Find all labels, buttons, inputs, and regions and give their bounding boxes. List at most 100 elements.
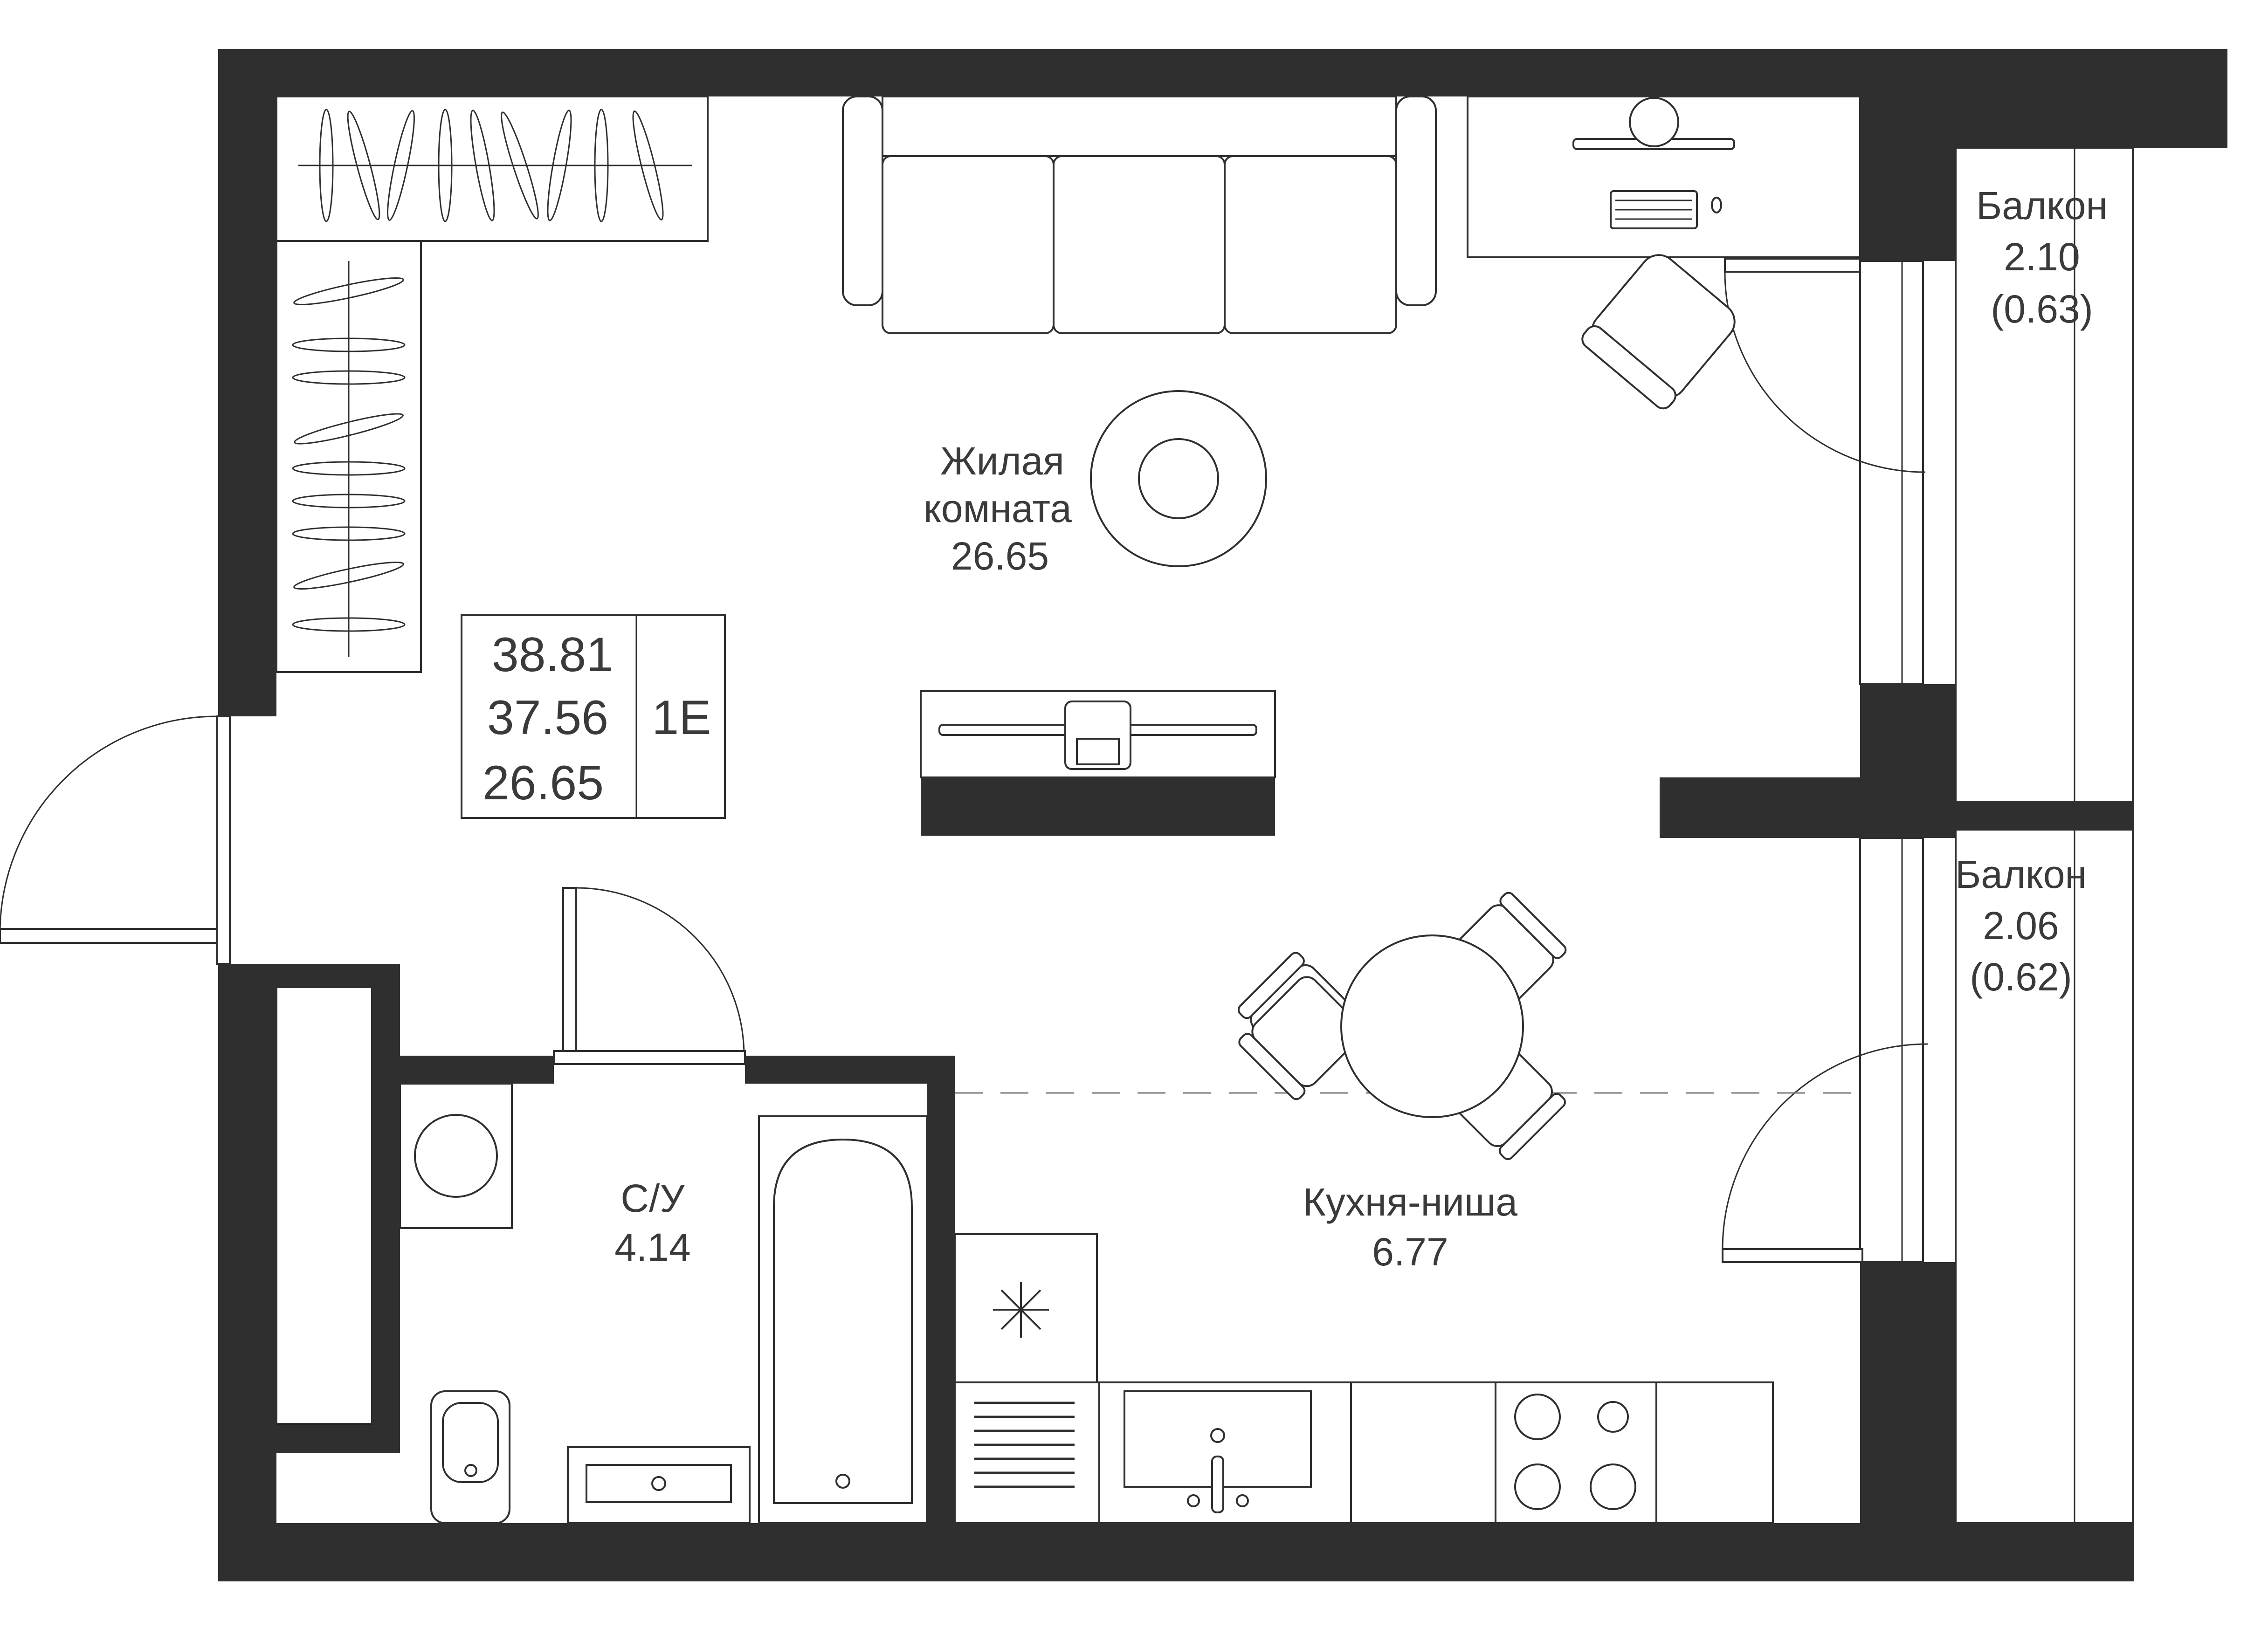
- living-room-name-1: Жилая: [940, 439, 1064, 483]
- hanger: [501, 111, 539, 220]
- balcony-door-top-leaf[interactable]: [1724, 258, 1861, 273]
- balcony-top-reduced: (0.63): [1991, 287, 2093, 331]
- monitor-stand: [1629, 97, 1679, 147]
- dining-chair: [1238, 976, 1363, 1100]
- sofa: [842, 96, 1437, 334]
- kitchen-name: Кухня-ниша: [1303, 1180, 1517, 1224]
- burner-large: [1514, 1463, 1561, 1510]
- summary-total: 38.81: [492, 628, 613, 682]
- hanger: [294, 413, 404, 445]
- closet-wall-bottom: [218, 1425, 400, 1453]
- keyboard-keys: [1615, 199, 1692, 220]
- wall-left-upper: [218, 49, 276, 716]
- sofa-cushion: [1053, 155, 1226, 334]
- balcony-door-bottom-leaf[interactable]: [1722, 1248, 1863, 1263]
- summary-living: 26.65: [483, 756, 604, 810]
- tv-stand: [920, 690, 1276, 778]
- vanity-drain: [651, 1476, 666, 1491]
- hanger: [547, 110, 572, 221]
- closet-wall-left: [218, 964, 276, 1581]
- wall-right-1: [1860, 49, 1956, 261]
- wardrobe-top: [276, 96, 709, 242]
- balcony-bottom-name: Балкон: [1955, 852, 2087, 896]
- snowflake-icon: [993, 1282, 1049, 1338]
- bath-wall-top-left: [400, 1056, 554, 1084]
- living-room-name-2: комната: [924, 487, 1072, 530]
- entrance-door-leaf[interactable]: [0, 928, 218, 944]
- mouse: [1711, 197, 1722, 213]
- bathtub-drain: [835, 1474, 850, 1489]
- summary-type: 1Е: [652, 691, 711, 745]
- hanger: [292, 526, 406, 541]
- chair-back: [1238, 1033, 1306, 1100]
- hanger: [594, 109, 609, 222]
- hangers-top: [319, 109, 664, 222]
- coffee-table-center: [1138, 438, 1219, 519]
- summary-useful: 37.56: [487, 691, 608, 745]
- chair-back: [1237, 952, 1305, 1019]
- hangers-left: [292, 277, 406, 632]
- walls: [218, 49, 2227, 1581]
- sofa-arm-right: [1395, 96, 1437, 306]
- washing-machine-drum: [414, 1114, 498, 1198]
- hanger: [632, 110, 664, 220]
- faucet-handle: [1236, 1494, 1249, 1507]
- counter-segment: [1350, 1381, 1496, 1524]
- balcony-bottom-reduced: (0.62): [1970, 955, 2072, 999]
- hanger: [293, 562, 404, 590]
- summary-frame: [461, 614, 726, 819]
- hanger: [438, 109, 453, 222]
- snowflake-stroke: [1000, 1289, 1041, 1330]
- dishwasher-cabinet: [954, 1381, 1100, 1524]
- toilet-bowl: [442, 1402, 499, 1483]
- kitchen-area: 6.77: [1372, 1230, 1448, 1274]
- hanger: [292, 370, 406, 385]
- desk: [1467, 96, 1861, 410]
- hanger: [319, 109, 334, 222]
- toilet-flush: [464, 1464, 477, 1477]
- hanger: [292, 494, 406, 508]
- wardrobe-left: [276, 240, 422, 673]
- hanger: [292, 617, 406, 632]
- balcony-frame-bottom: [1955, 829, 2134, 1524]
- coffee-table: [1090, 390, 1267, 567]
- bathroom-fixtures: [399, 1083, 928, 1524]
- hanger: [293, 277, 404, 305]
- vanity-basin: [586, 1464, 732, 1503]
- window-bottom: [1859, 837, 1924, 1263]
- sofa-cushion: [1224, 155, 1397, 334]
- sofa-arm-left: [842, 96, 883, 306]
- bath-wall-top-right: [745, 1056, 955, 1084]
- balcony-divider: [1953, 802, 2134, 830]
- dining-set: [1237, 892, 1567, 1160]
- tv-partition: [921, 777, 1275, 836]
- dining-table: [1340, 934, 1524, 1118]
- burner-small: [1597, 1401, 1629, 1433]
- doors: [0, 258, 1928, 1263]
- hanger: [470, 110, 495, 221]
- balcony-bottom-area: 2.06: [1983, 904, 2059, 948]
- room-labels: Жилая комната 26.65 С/У 4.14 Кухня-ниша …: [614, 184, 2108, 1274]
- burner-large: [1590, 1463, 1636, 1510]
- bathroom-area: 4.14: [614, 1225, 691, 1269]
- tv-base-inner: [1076, 738, 1120, 765]
- bathroom-name: С/У: [620, 1176, 685, 1220]
- entrance-door-jamb: [216, 715, 231, 965]
- bathtub-inner: [773, 1138, 913, 1504]
- desk-chair: [1581, 254, 1736, 410]
- wall-partition-right: [1660, 777, 1956, 838]
- sofa-cushion: [882, 155, 1055, 334]
- balcony-top-area: 2.10: [2004, 235, 2080, 279]
- bathroom-door-leaf[interactable]: [562, 887, 577, 1057]
- kitchen: [954, 1233, 1774, 1524]
- toilet: [430, 1390, 510, 1524]
- bathroom-door-jamb: [553, 1050, 746, 1065]
- chair-back: [1498, 1092, 1566, 1160]
- window-top: [1859, 260, 1924, 685]
- bath-wall-right: [927, 1056, 955, 1568]
- living-room-area: 26.65: [951, 534, 1049, 578]
- sofa-back: [882, 96, 1397, 157]
- balcony-frames: [1955, 147, 2134, 1524]
- chair-back: [1499, 892, 1567, 959]
